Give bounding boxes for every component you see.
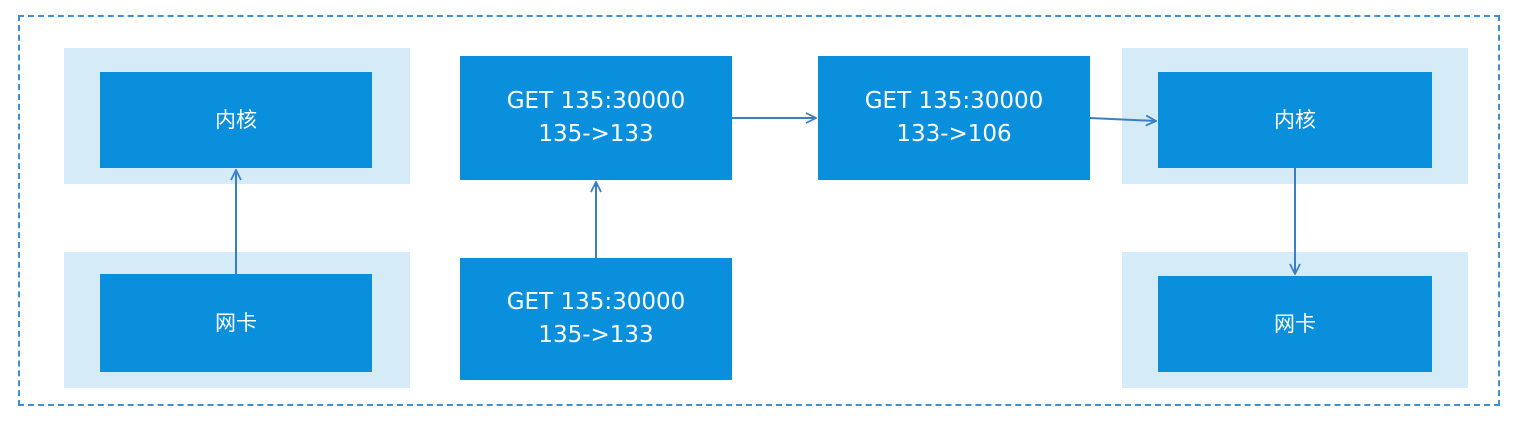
right-kernel-label: 内核: [1274, 107, 1316, 132]
packet-top-line2: 135->133: [538, 121, 654, 147]
dashed-container-frame: [18, 15, 1500, 406]
packet-nat-node: GET 135:30000 133->106: [818, 56, 1090, 180]
right-nic-node: 网卡: [1158, 276, 1432, 372]
left-kernel-node: 内核: [100, 72, 372, 168]
right-nic-label: 网卡: [1274, 311, 1316, 336]
packet-bottom-node: GET 135:30000 135->133: [460, 258, 732, 380]
packet-nat-line1: GET 135:30000: [864, 88, 1044, 114]
left-nic-node: 网卡: [100, 274, 372, 372]
packet-top-node: GET 135:30000 135->133: [460, 56, 732, 180]
packet-bottom-line1: GET 135:30000: [506, 289, 686, 315]
packet-top-line1: GET 135:30000: [506, 88, 686, 114]
left-kernel-label: 内核: [215, 107, 257, 132]
packet-nat-line2: 133->106: [896, 121, 1012, 147]
right-kernel-node: 内核: [1158, 72, 1432, 168]
packet-bottom-line2: 135->133: [538, 322, 654, 348]
left-nic-label: 网卡: [215, 310, 257, 335]
